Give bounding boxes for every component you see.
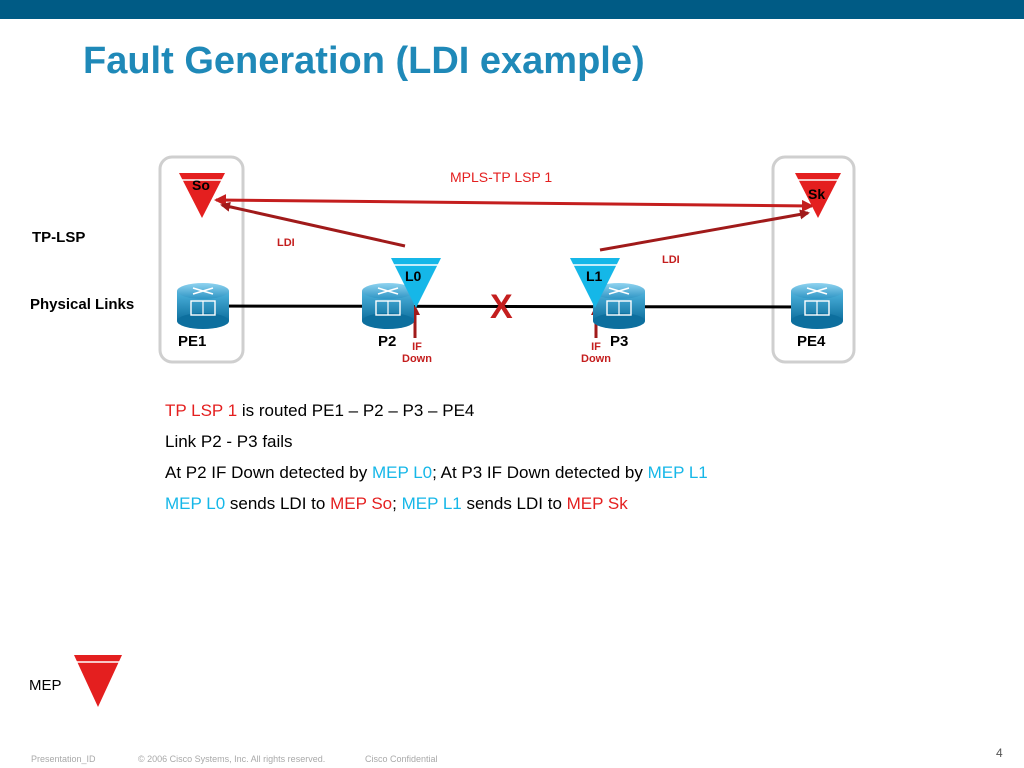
text-run: is routed PE1 – P2 – P3 – PE4 [237, 401, 475, 420]
mep-l1-label: L1 [586, 268, 603, 284]
mpls-tp-lsp-label: MPLS-TP LSP 1 [450, 169, 553, 185]
node-label-p3: P3 [610, 333, 629, 350]
mep-l1-triangle-icon [570, 258, 620, 308]
node-label-pe4: PE4 [797, 333, 826, 350]
if-down-left-line2: Down [402, 353, 432, 365]
description-line: MEP L0 sends LDI to MEP So; MEP L1 sends… [165, 488, 708, 519]
footer-copyright: © 2006 Cisco Systems, Inc. All rights re… [138, 754, 326, 764]
tp-lsp-row-label: TP-LSP [32, 229, 86, 246]
if-down-label-left: IF Down [398, 341, 436, 365]
pe4-endpoint-box [771, 155, 856, 364]
text-run: MEP L0 [371, 463, 433, 482]
description-line: At P2 IF Down detected by MEP L0; At P3 … [165, 457, 708, 488]
physical-links-row-label: Physical Links [30, 296, 135, 313]
mep-sk-triangle-icon [795, 173, 841, 218]
mep-l0-triangle-icon [391, 258, 441, 308]
router-icon [791, 283, 843, 329]
header-bar [0, 0, 1024, 19]
if-down-right-line2: Down [581, 353, 611, 365]
text-run: ; At P3 IF Down detected by [432, 463, 648, 482]
text-run: At P2 IF Down detected by [165, 463, 372, 482]
node-label-pe1: PE1 [178, 333, 207, 350]
if-down-left-line1: IF [412, 341, 422, 353]
node-label-p2: P2 [378, 333, 397, 350]
page-number: 4 [996, 746, 1003, 760]
mep-so-label: So [192, 177, 210, 193]
text-run: MEP So [330, 494, 393, 513]
ldi-label-right: LDI [662, 254, 680, 266]
footer-presentation-id: Presentation_ID [31, 754, 96, 764]
ldi-arrow-right [599, 209, 810, 252]
legend-mep-label: MEP [29, 677, 62, 694]
text-run: TP LSP 1 [165, 401, 238, 420]
legend-mep-triangle-icon [74, 655, 122, 707]
router-icon [593, 283, 645, 329]
ldi-label-left: LDI [277, 237, 295, 249]
router-icon [177, 283, 229, 329]
mep-l0-label: L0 [405, 268, 422, 284]
description-line: TP LSP 1 is routed PE1 – P2 – P3 – PE4 [165, 395, 708, 426]
footer-confidential: Cisco Confidential [365, 754, 438, 764]
text-run: Link P2 - P3 fails [165, 432, 293, 451]
mep-so-triangle-icon [179, 173, 225, 218]
slide-title: Fault Generation (LDI example) [83, 40, 645, 82]
text-run: MEP L0 [165, 494, 226, 513]
link-failure-mark: X [490, 288, 513, 326]
ldi-arrow-left [220, 201, 406, 248]
mep-sk-label: Sk [808, 186, 826, 202]
text-run: sends LDI to [461, 494, 567, 513]
if-down-right-line1: IF [591, 341, 601, 353]
if-down-label-right: IF Down [576, 341, 616, 365]
description-line: Link P2 - P3 fails [165, 426, 708, 457]
router-icon [362, 283, 414, 329]
text-run: MEP L1 [647, 463, 708, 482]
text-run: ; [392, 494, 402, 513]
text-run: MEP Sk [566, 494, 628, 513]
physical-link-line [202, 304, 821, 309]
description-list: TP LSP 1 is routed PE1 – P2 – P3 – PE4 L… [165, 395, 708, 519]
text-run: sends LDI to [225, 494, 331, 513]
pe1-endpoint-box [158, 155, 245, 364]
mpls-tp-lsp-arrow [214, 194, 814, 212]
text-run: MEP L1 [401, 494, 462, 513]
